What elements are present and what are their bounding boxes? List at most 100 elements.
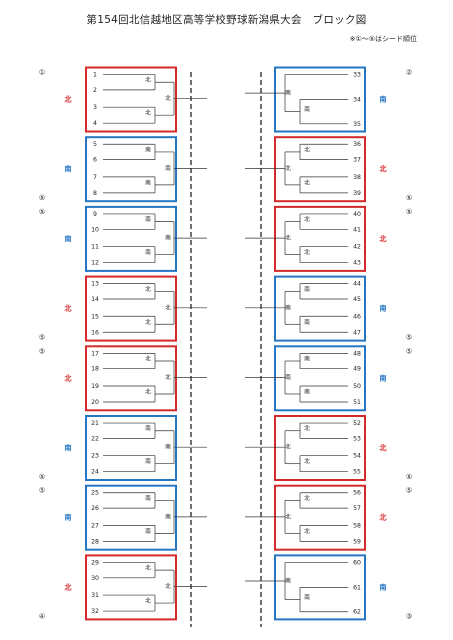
block-region-label: 北 xyxy=(65,373,72,382)
block-region-label: 南 xyxy=(380,582,387,591)
slot-number: 39 xyxy=(353,190,361,197)
block-region-label: 南 xyxy=(65,443,72,452)
slot-number: 45 xyxy=(353,296,361,303)
block-region-label: 南 xyxy=(65,234,72,243)
block-frame xyxy=(274,415,366,481)
sub-block-label: 北 xyxy=(304,457,310,465)
block-final-label: 北 xyxy=(285,164,291,172)
block-frame xyxy=(274,136,366,203)
sub-block-label: 北 xyxy=(145,109,151,117)
block-region-label: 北 xyxy=(380,513,387,522)
seed-mark: ⑤ xyxy=(39,473,45,481)
slot-number: 52 xyxy=(353,420,361,427)
seed-mark: ⑤ xyxy=(406,347,412,355)
slot-number: 34 xyxy=(353,97,361,104)
sub-block-label: 北 xyxy=(304,145,310,153)
slot-number: 60 xyxy=(353,559,361,566)
block-final-label: 北 xyxy=(165,582,171,590)
block-region-label: 北 xyxy=(380,443,387,452)
slot-number: 36 xyxy=(353,141,361,148)
sub-block-label: 北 xyxy=(304,215,310,223)
slot-number: 8 xyxy=(93,190,97,197)
slot-number: 31 xyxy=(91,592,99,599)
slot-number: 18 xyxy=(91,366,99,373)
sub-block-label: 北 xyxy=(304,527,310,535)
slot-number: 37 xyxy=(353,157,361,164)
sub-block-label: 南 xyxy=(304,387,310,395)
seed-mark: ⑤ xyxy=(406,334,412,342)
slot-number: 42 xyxy=(353,244,361,251)
sub-block-label: 南 xyxy=(145,457,151,465)
slot-number: 61 xyxy=(353,584,361,591)
slot-number: 4 xyxy=(93,120,97,127)
block-final-label: 南 xyxy=(165,443,171,451)
slot-number: 28 xyxy=(91,538,99,545)
block-frame xyxy=(85,415,177,481)
slot-number: 43 xyxy=(353,260,361,267)
seed-mark: ⑤ xyxy=(39,487,45,495)
block-frame xyxy=(274,66,366,133)
block-final-label: 北 xyxy=(285,443,291,451)
slot-number: 17 xyxy=(91,350,99,357)
sub-block-label: 南 xyxy=(145,178,151,186)
slot-number: 30 xyxy=(91,575,99,582)
block-region-label: 南 xyxy=(380,95,387,104)
slot-number: 9 xyxy=(93,211,97,218)
block-region-label: 北 xyxy=(380,234,387,243)
block-region-label: 南 xyxy=(65,164,72,173)
slot-number: 54 xyxy=(353,453,361,460)
block-frame xyxy=(85,554,177,621)
block-region-label: 南 xyxy=(380,373,387,382)
sub-block-label: 北 xyxy=(145,355,151,363)
seed-mark: ⑤ xyxy=(406,473,412,481)
slot-number: 55 xyxy=(353,469,361,476)
block-final-label: 南 xyxy=(165,164,171,172)
sub-block-label: 南 xyxy=(304,318,310,326)
block-frame xyxy=(85,345,177,412)
sub-block-label: 南 xyxy=(145,215,151,223)
slot-number: 3 xyxy=(93,104,97,111)
slot-number: 48 xyxy=(353,350,361,357)
sub-block-label: 南 xyxy=(304,105,310,113)
slot-number: 56 xyxy=(353,490,361,497)
slot-number: 26 xyxy=(91,505,99,512)
block-final-label: 南 xyxy=(285,577,291,585)
slot-number: 10 xyxy=(91,226,99,233)
slot-number: 47 xyxy=(353,329,361,336)
block-frame xyxy=(85,136,177,203)
slot-number: 62 xyxy=(353,609,361,616)
slot-number: 2 xyxy=(93,87,97,94)
block-final-label: 北 xyxy=(285,512,291,520)
slot-number: 23 xyxy=(91,453,99,460)
slot-number: 16 xyxy=(91,329,99,336)
slot-number: 19 xyxy=(91,383,99,390)
block-frame xyxy=(85,484,177,551)
slot-number: 53 xyxy=(353,435,361,442)
slot-number: 33 xyxy=(353,72,361,79)
sub-block-label: 北 xyxy=(145,76,151,84)
block-final-label: 南 xyxy=(165,512,171,520)
sub-block-label: 北 xyxy=(145,285,151,293)
seed-mark: ④ xyxy=(39,612,45,620)
slot-number: 20 xyxy=(91,399,99,406)
slot-number: 5 xyxy=(93,141,97,148)
block-frame xyxy=(274,345,366,412)
block-region-label: 北 xyxy=(65,95,72,104)
slot-number: 21 xyxy=(91,420,99,427)
slot-number: 58 xyxy=(353,522,361,529)
slot-number: 25 xyxy=(91,490,99,497)
block-region-label: 北 xyxy=(65,304,72,313)
sub-block-label: 南 xyxy=(145,527,151,535)
block-final-label: 北 xyxy=(165,303,171,311)
block-frame xyxy=(85,66,177,133)
block-final-label: 北 xyxy=(285,234,291,242)
seed-mark: ① xyxy=(39,69,45,77)
page-title: 第154回北信越地区高等学校野球新潟県大会 ブロック図 xyxy=(86,14,367,26)
sub-block-label: 北 xyxy=(145,318,151,326)
sub-block-label: 北 xyxy=(304,494,310,502)
block-region-label: 南 xyxy=(65,513,72,522)
block-final-label: 南 xyxy=(285,89,291,97)
block-frame xyxy=(85,205,177,272)
block-region-label: 北 xyxy=(65,582,72,591)
slot-number: 40 xyxy=(353,211,361,218)
